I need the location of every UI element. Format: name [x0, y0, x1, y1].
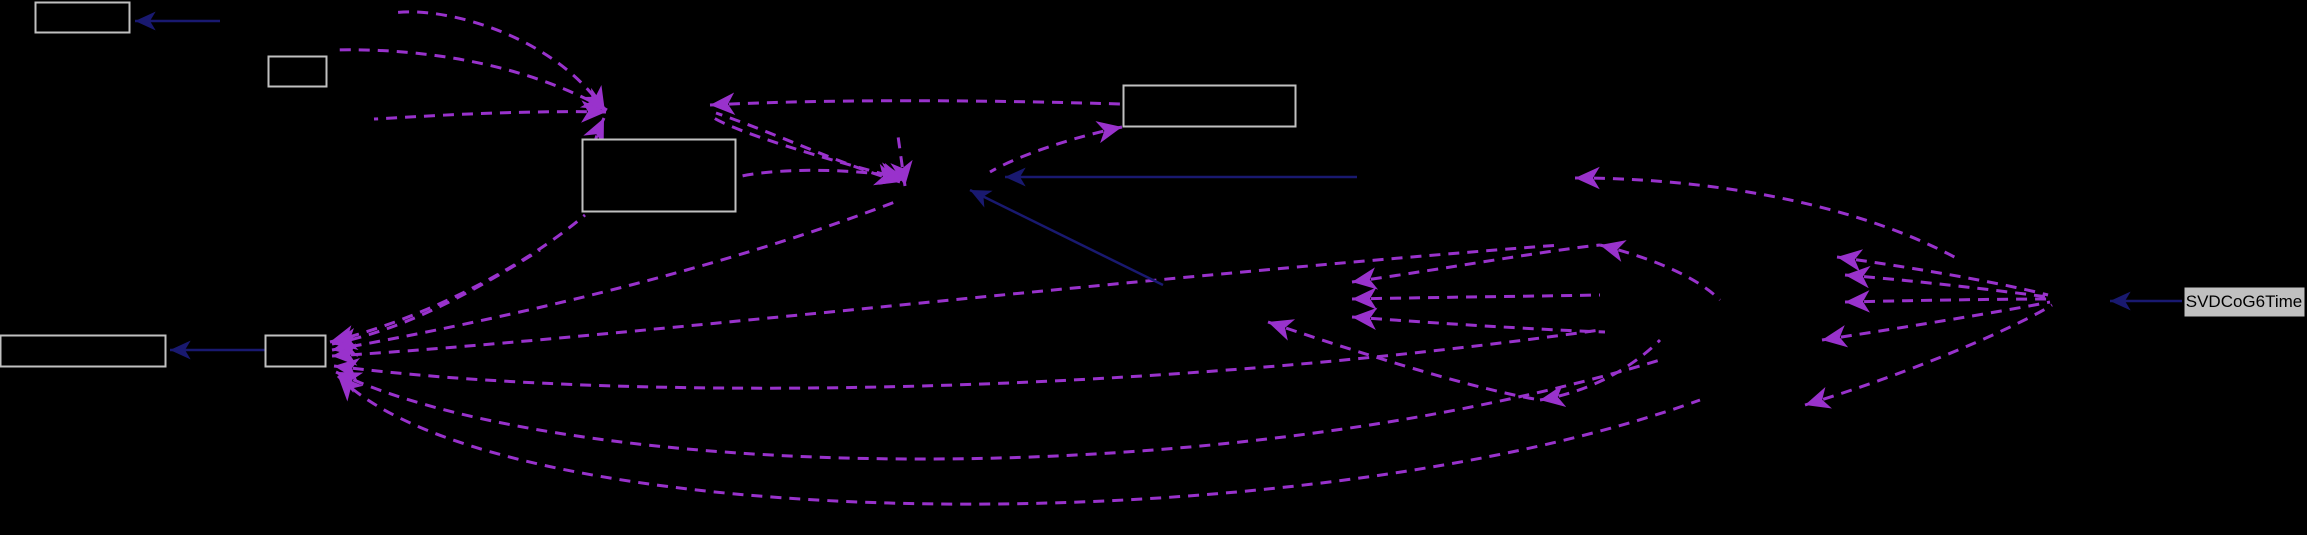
graph-node-n1[interactable] [34, 1, 131, 34]
e-fan-r-2[interactable] [1844, 265, 2049, 299]
graph-node-n4[interactable] [1122, 84, 1297, 128]
e-left-1[interactable] [329, 213, 586, 348]
node-box[interactable] [581, 138, 737, 213]
node-box[interactable] [34, 1, 131, 34]
e-col2-4[interactable] [1267, 319, 1541, 402]
e-top-fan-3[interactable] [373, 100, 607, 123]
e-fan-r-1[interactable] [1836, 249, 2049, 297]
e-hub-up-1[interactable] [715, 111, 901, 186]
graph-node-svdcog6time[interactable]: SVDCoG6Time [2184, 287, 2305, 317]
e-n4-down[interactable] [989, 121, 1123, 174]
graph-node-n5[interactable] [0, 334, 167, 368]
e-fan-r-3[interactable] [1844, 290, 2049, 313]
e-left-4[interactable] [331, 243, 1561, 366]
node-box[interactable] [0, 334, 167, 368]
e-col2-3[interactable] [1351, 307, 1606, 334]
graph-node-n6[interactable] [264, 334, 327, 368]
e-left-7[interactable] [336, 374, 1701, 506]
dashed-edge-layer [329, 10, 2053, 506]
e-right-arc[interactable] [1574, 166, 1961, 262]
e-mid-cross1[interactable] [1539, 338, 1662, 408]
e-hub-up-2[interactable] [713, 116, 907, 185]
e-mid-cross2[interactable] [1599, 240, 1722, 302]
graph-node-n3[interactable] [581, 138, 737, 213]
e-hub-to-n4[interactable] [709, 92, 1121, 116]
graph-node-n2[interactable] [267, 55, 328, 88]
node-box[interactable] [2184, 287, 2305, 317]
node-box[interactable] [1122, 84, 1297, 128]
edge-diagonal-mid[interactable] [969, 188, 1164, 287]
e-fan-r-4[interactable] [1821, 300, 2051, 348]
e-col2-1[interactable] [1351, 243, 1601, 290]
node-box[interactable] [264, 334, 327, 368]
e-left-3[interactable] [331, 198, 901, 357]
e-top-fan-2[interactable] [335, 48, 608, 112]
e-fan-r-5[interactable] [1804, 303, 2053, 409]
node-box[interactable] [267, 55, 328, 88]
node-layer: SVDCoG6Time [0, 1, 2305, 368]
e-hub-vert[interactable] [890, 135, 913, 187]
solid-edge-layer [135, 11, 2182, 360]
e-left-6[interactable] [335, 358, 1661, 461]
node-label: SVDCoG6Time [2186, 292, 2303, 311]
e-col2-2[interactable] [1351, 287, 1601, 310]
